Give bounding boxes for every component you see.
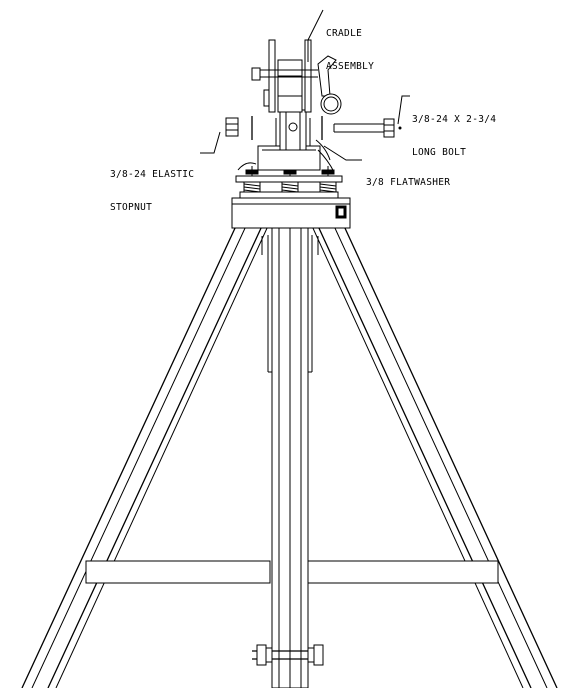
head-block [231,197,351,229]
center-column [261,227,319,688]
right-spring [319,181,337,193]
stopnut-part [225,116,253,140]
spreader-brace [85,560,499,584]
flatwasher-label: 3/8 FLATWASHER [366,155,450,199]
leader-lines [200,9,410,161]
flatwasher-line: 3/8 FLATWASHER [366,177,451,188]
cradle-assembly-label: CRADLE ASSEMBLY [326,6,374,83]
cradle-assembly-line-2: ASSEMBLY [326,61,375,72]
right-leg [311,225,558,688]
bottom-bolt [252,644,324,666]
long-bolt-line-2: LONG BOLT [412,147,467,158]
stopnut-label: 3/8-24 ELASTIC STOPNUT [110,147,194,224]
springs [243,166,337,193]
long-bolt-line-1: 3/8-24 X 2-3/4 [412,114,497,125]
stopnut-line-1: 3/8-24 ELASTIC [110,169,195,180]
cradle-assembly-line-1: CRADLE [326,28,363,39]
mast [275,109,311,151]
center-spring [281,181,299,193]
left-spring [243,181,261,193]
left-leg [21,225,269,688]
stopnut-line-2: STOPNUT [110,202,153,213]
long-bolt-label: 3/8-24 X 2-3/4 LONG BOLT [412,92,496,169]
cradle-assembly [251,39,342,115]
long-bolt-part [321,116,402,140]
